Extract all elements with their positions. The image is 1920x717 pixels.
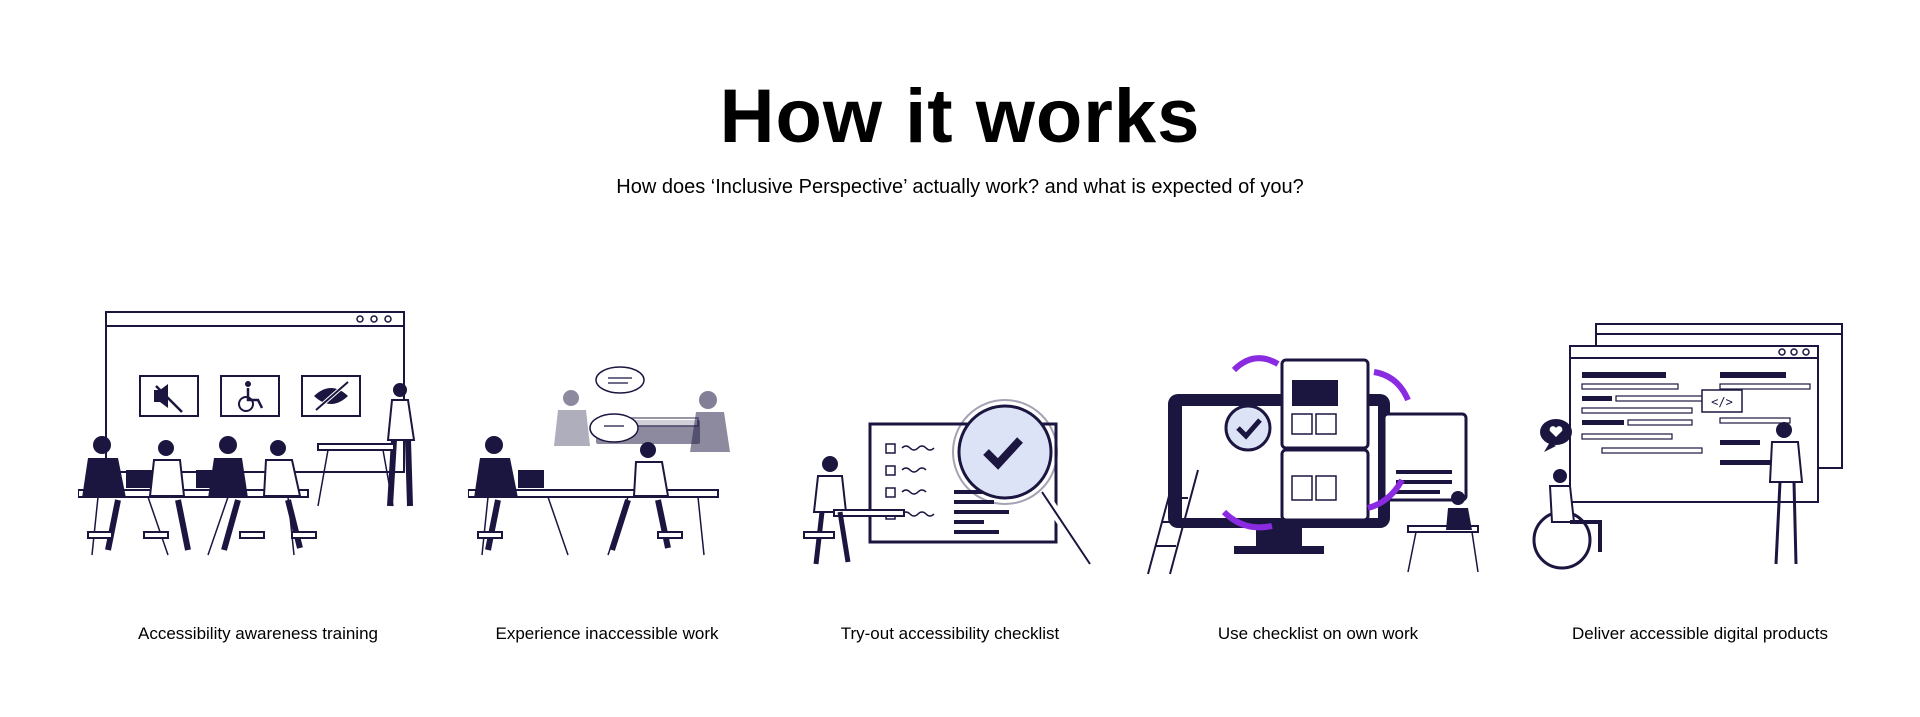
step-label: Try-out accessibility checklist: [840, 624, 1060, 643]
step-own-work: [1146, 300, 1486, 580]
step-training: [78, 300, 448, 580]
accessible-products-illustration: </>: [1532, 323, 1843, 570]
checklist-magnifier-illustration: [803, 399, 1095, 567]
step-checklist: [794, 300, 1114, 580]
page-title: How it works: [719, 74, 1201, 159]
step-label: Accessibility awareness training: [138, 624, 378, 643]
step-inaccessible-work: [468, 300, 758, 580]
page-subtitle: How does ‘Inclusive Perspective’ actuall…: [616, 176, 1304, 198]
step-label: Experience inaccessible work: [495, 624, 719, 643]
step-label: Deliver accessible digital products: [1571, 624, 1829, 643]
step-deliver: </>: [1532, 300, 1872, 580]
svg-text:</>: </>: [1711, 395, 1733, 409]
training-classroom-illustration: [78, 311, 416, 556]
own-work-devices-illustration: [1147, 355, 1479, 575]
step-label: Use checklist on own work: [1217, 624, 1419, 643]
inaccessible-work-illustration: [468, 366, 730, 556]
